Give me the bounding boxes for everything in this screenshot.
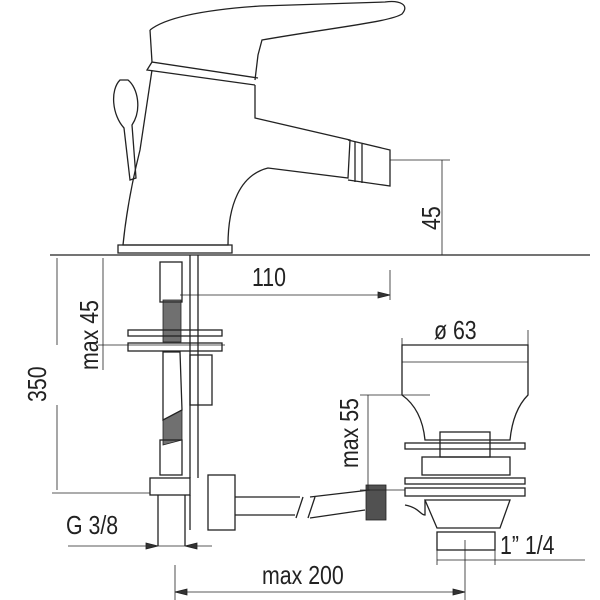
deck-thickness-label: max 45 — [74, 300, 104, 370]
pop-up-drain — [365, 330, 585, 600]
lever-handle — [113, 79, 139, 181]
supply-hose — [127, 255, 371, 546]
inlet-thread-label: G 3/8 — [66, 510, 119, 540]
spout-reach-label: 110 — [252, 262, 286, 292]
drain-thickness-dimension — [360, 394, 430, 491]
drain-thread-label: 1” 1/4 — [500, 530, 555, 560]
max-distance-label: max 200 — [262, 560, 344, 590]
faucet-body — [117, 0, 406, 254]
spout-reach-dimension — [180, 270, 391, 300]
max-distance-dimension — [174, 565, 466, 600]
total-height-dimension — [52, 258, 150, 494]
spout-height-label: 45 — [416, 206, 446, 230]
drain-thickness-label: max 55 — [334, 398, 364, 468]
total-height-label: 350 — [22, 366, 52, 402]
inlet-thread-dimension — [68, 542, 212, 550]
spout-height-dimension — [50, 159, 590, 256]
drain-diameter-label: ø 63 — [434, 315, 477, 345]
deck-thickness-dimension — [98, 258, 225, 370]
